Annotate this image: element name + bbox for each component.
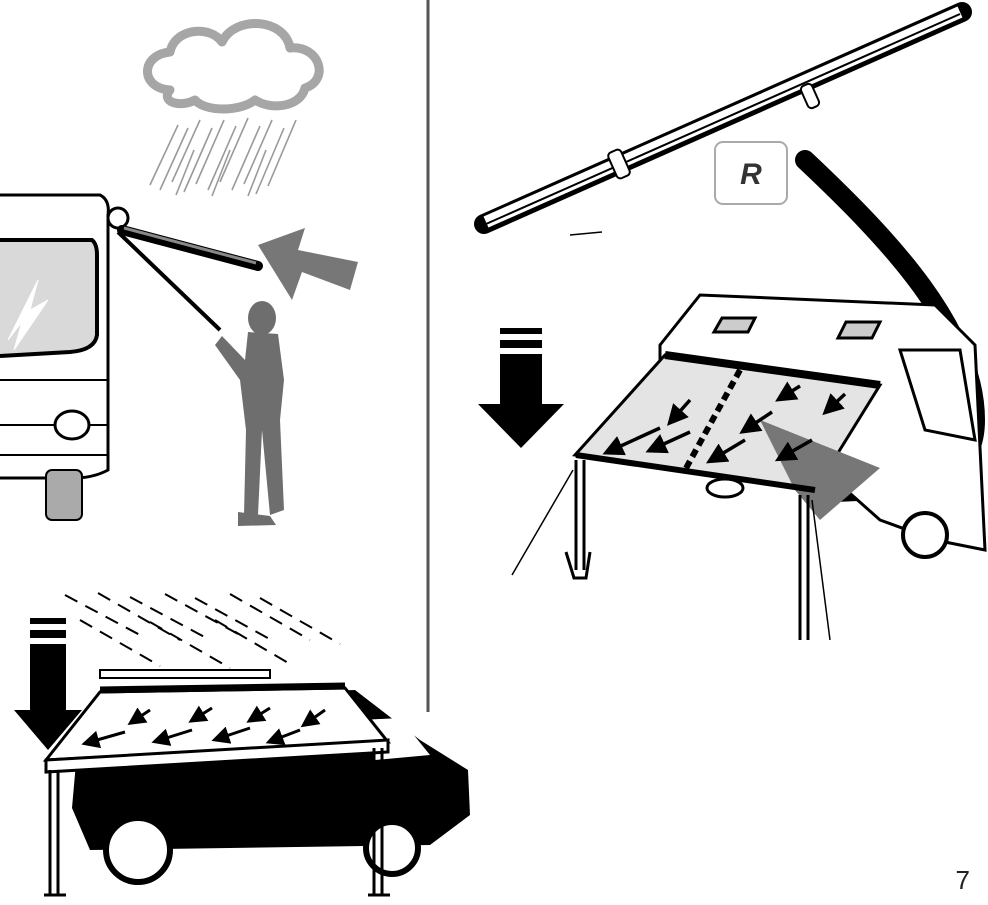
awning-drainage-panel: R [474, 2, 987, 641]
rain-icon [64, 592, 341, 669]
awning-tube-icon [106, 206, 263, 332]
roof-rack [99, 669, 271, 679]
windshield-reflection [7, 279, 49, 351]
page-number: 7 [955, 865, 970, 895]
rain-icon [149, 117, 297, 197]
arrow-down-icon [478, 328, 564, 448]
drain-arrows [602, 381, 847, 464]
drain-arrows [81, 705, 326, 749]
motorhome-front [0, 193, 110, 480]
arrow-down-icon [14, 618, 82, 750]
support-poles [511, 460, 831, 641]
tilted-awning-panel [14, 592, 470, 897]
cloud-icon [143, 19, 324, 114]
support-poles [44, 748, 390, 897]
tilt-seam [682, 368, 743, 472]
arrow-icon [258, 228, 358, 300]
person-icon [215, 301, 284, 526]
rain-warning-panel [0, 19, 358, 526]
r-badge: R [714, 141, 788, 205]
wheel-stub [45, 469, 83, 521]
rolled-awning-icon [474, 2, 972, 236]
svg-text:R: R [740, 158, 762, 191]
